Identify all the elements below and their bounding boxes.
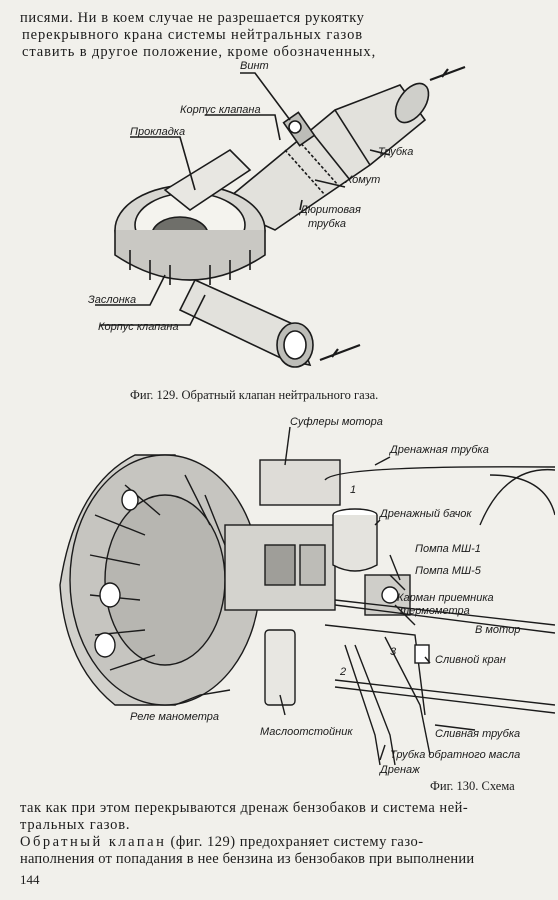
label-drenazhnaya-trubka: Дренажная трубка [388,444,489,456]
body-line-3: Обратный клапан (фиг. 129) предохраняет … [20,834,540,851]
label-karman-priemnika: Карман приемника [397,592,494,604]
text-line-3: ставить в другое положение, кроме обозна… [22,44,377,60]
term-obratny-klapan: Обратный клапан [20,834,167,850]
label-trubka-obratnogo-masla: Трубка обратного масла [390,749,520,761]
label-v-motor: В мотор [475,624,520,636]
body-line-3-rest: (фиг. 129) предохраняет систему газо- [166,834,424,850]
label-prokladka: Прокладка [130,126,185,138]
label-drenazh: Дренаж [378,764,420,776]
label-termometra: термометра [400,605,470,617]
label-num-3: 3 [390,646,397,658]
text-line-2: перекрывного крана системы нейтральных г… [22,27,363,43]
figure-129-caption: Фиг. 129. Обратный клапан нейтрального г… [130,388,379,402]
body-line-1: так как при этом перекрываются дренаж бе… [20,800,469,816]
label-trubka: Трубка [378,146,413,158]
label-zaslonka: Заслонка [88,294,136,306]
label-dyuritovaya: Дюритовая [298,204,361,216]
text-line-1: писями. Ни в коем случае не разрешается … [20,10,365,26]
label-khomut: Хомут [344,174,380,186]
label-drenazhny-bachok: Дренажный бачок [378,508,472,520]
label-num-2: 2 [339,666,346,678]
label-rele-manometra: Реле манометра [130,711,219,723]
body-line-2: тральных газов. [20,817,131,833]
label-pompa-msh1: Помпа МШ-1 [415,543,481,555]
label-suflery-motora: Суфлеры мотора [290,416,383,428]
label-slivnoy-kran: Сливной кран [435,654,506,666]
label-maslootstoynik: Маслоотстойник [260,726,353,738]
figure-130-caption: Фиг. 130. Схема [430,779,515,793]
figure-130-oil-scheme: Суфлеры мотора Дренажная трубка Дренажны… [59,416,555,776]
label-korpus-klapana-top: Корпус клапана [180,104,261,116]
label-slivnaya-trubka: Сливная трубка [435,728,520,740]
figure-129-check-valve: Винт Корпус клапана Прокладка Трубка Хом… [88,60,466,368]
label-num-1: 1 [350,484,356,496]
label-dyuritovaya-trubka: трубка [308,218,346,230]
page-number: 144 [20,872,40,887]
label-korpus-klapana-bottom: Корпус клапана [98,321,179,333]
label-pompa-msh5: Помпа МШ-5 [415,565,482,577]
body-line-4: наполнения от попадания в нее бензина из… [20,851,475,867]
label-vint: Винт [240,60,269,72]
